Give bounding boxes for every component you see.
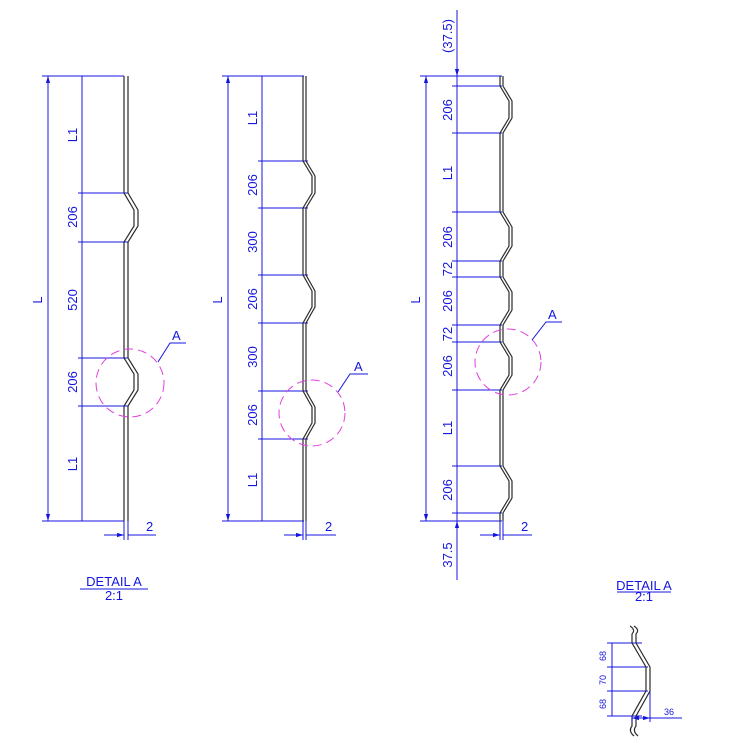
profile-2-seg-7: L1	[245, 473, 260, 487]
profile-3-seg-6: 72	[440, 327, 455, 341]
profile-3-outline	[499, 76, 510, 521]
profile-2-seg-1: L1	[245, 111, 260, 125]
detail-left-title: DETAIL A	[86, 574, 142, 589]
profile-2-seg-6: 206	[245, 404, 260, 426]
profile-1-outline	[123, 76, 135, 521]
profile-1-overall-label: L	[30, 296, 45, 303]
profile-3-seg-2: L1	[440, 166, 455, 180]
profile-2-thickness: 2	[325, 519, 332, 534]
profile-1-seg-4: 206	[65, 371, 80, 393]
profile-3-seg-3: 206	[440, 226, 455, 248]
profile-2-overall-label: L	[210, 296, 225, 303]
detail-right-title-block: DETAIL A 2:1	[616, 578, 672, 604]
profile-2-seg-4: 206	[245, 288, 260, 310]
detail-right-drawing	[607, 625, 682, 737]
profile-1	[42, 75, 186, 540]
profile-3-seg-8: L1	[440, 421, 455, 435]
profile-2-detail-marker: A	[354, 359, 363, 374]
profile-3	[420, 10, 562, 580]
profile-3-detail-marker: A	[548, 307, 557, 322]
profile-1-seg-3: 520	[65, 289, 80, 311]
profile-1-detail-marker: A	[172, 328, 181, 343]
profile-3-seg-9: 206	[440, 479, 455, 501]
profile-2-seg-3: 300	[245, 231, 260, 253]
profile-3-seg-5: 206	[440, 290, 455, 312]
detail-left-scale: 2:1	[105, 588, 123, 603]
detail-right-depth: 36	[664, 707, 674, 717]
profile-2-seg-5: 300	[245, 346, 260, 368]
detail-left-title-block: DETAIL A 2:1	[80, 574, 148, 603]
profile-1-seg-1: L1	[65, 128, 80, 142]
profile-3-overall-label: L	[408, 296, 423, 303]
profile-3-thickness: 2	[521, 519, 528, 534]
profile-3-bottom-offset: 37.5	[440, 542, 455, 567]
detail-right-dim-3: 68	[598, 699, 608, 709]
profile-3-seg-1: 206	[440, 99, 455, 121]
profile-2	[222, 75, 368, 540]
profile-1-seg-2: 206	[65, 206, 80, 228]
profile-3-seg-7: 206	[440, 355, 455, 377]
detail-right-dim-2: 70	[598, 675, 608, 685]
detail-right-scale: 2:1	[635, 589, 653, 604]
profile-2-seg-2: 206	[245, 174, 260, 196]
detail-right-title: DETAIL A	[616, 578, 672, 593]
profile-1-seg-5: L1	[65, 457, 80, 471]
profile-2-outline	[302, 76, 313, 521]
profile-1-thickness: 2	[146, 519, 153, 534]
detail-right-dim-1: 68	[598, 651, 608, 661]
profile-3-seg-4: 72	[440, 262, 455, 276]
profile-3-top-offset: (37.5)	[440, 19, 455, 53]
